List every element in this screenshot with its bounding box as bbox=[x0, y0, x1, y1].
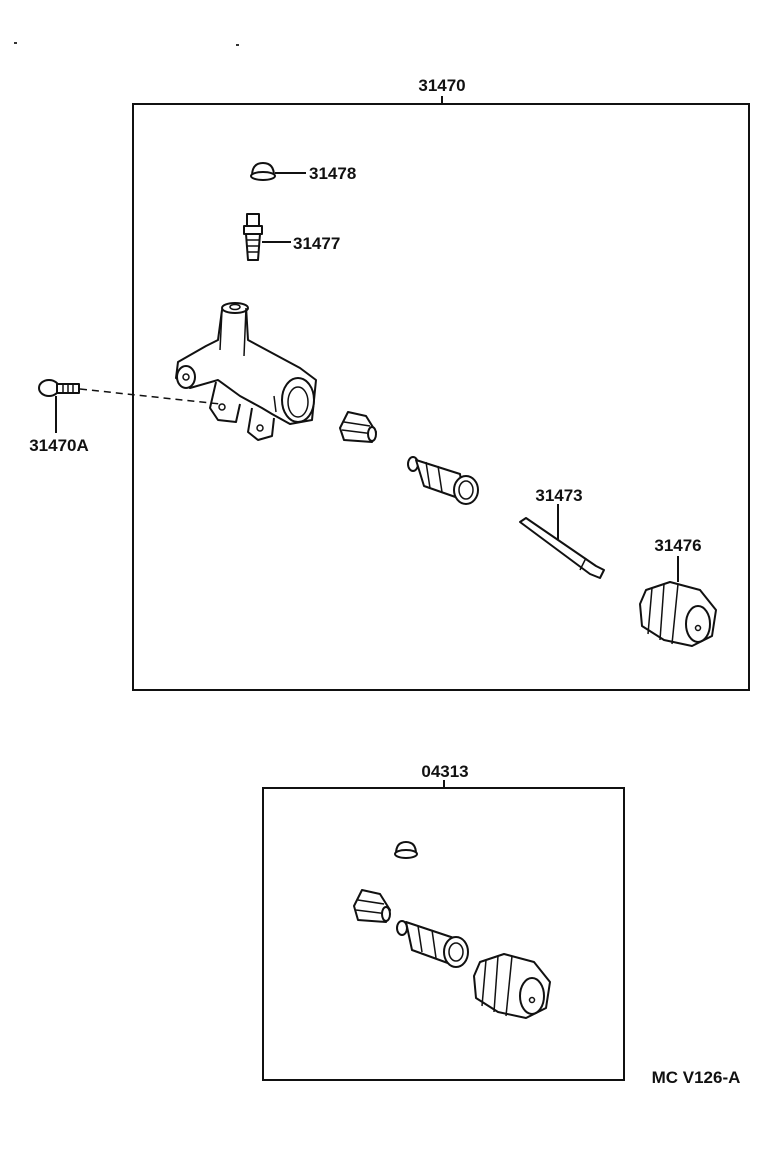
part-31470A-bolt: 31470A bbox=[29, 379, 221, 455]
part-31476-label: 31476 bbox=[654, 536, 701, 555]
kit-boot-large bbox=[473, 953, 551, 1019]
part-31473-push-rod: 31473 bbox=[519, 486, 605, 579]
part-31476-boot: 31476 bbox=[639, 536, 717, 647]
clutch-release-cylinder-body bbox=[175, 302, 317, 441]
piston-assembly bbox=[407, 456, 479, 505]
part-31477-label: 31477 bbox=[293, 234, 340, 253]
assembly-31470: 31470 31478 31477 bbox=[29, 76, 750, 691]
kit-piston-assembly bbox=[396, 920, 469, 968]
scan-marks bbox=[14, 42, 239, 46]
kit-dust-boot-small bbox=[353, 889, 391, 923]
assembly-04313-label: 04313 bbox=[421, 762, 468, 781]
dust-boot-small bbox=[339, 411, 377, 443]
part-31477-bleeder-plug: 31477 bbox=[243, 213, 340, 261]
part-31470A-label: 31470A bbox=[29, 436, 89, 455]
assembly-31470-label: 31470 bbox=[418, 76, 465, 95]
part-31473-label: 31473 bbox=[535, 486, 582, 505]
kit-bleeder-cap bbox=[394, 841, 418, 859]
diagram-code: MC V126-A bbox=[652, 1068, 741, 1087]
part-31478-bleeder-cap: 31478 bbox=[250, 162, 356, 183]
part-31478-label: 31478 bbox=[309, 164, 356, 183]
assembly-04313: 04313 bbox=[262, 762, 625, 1081]
